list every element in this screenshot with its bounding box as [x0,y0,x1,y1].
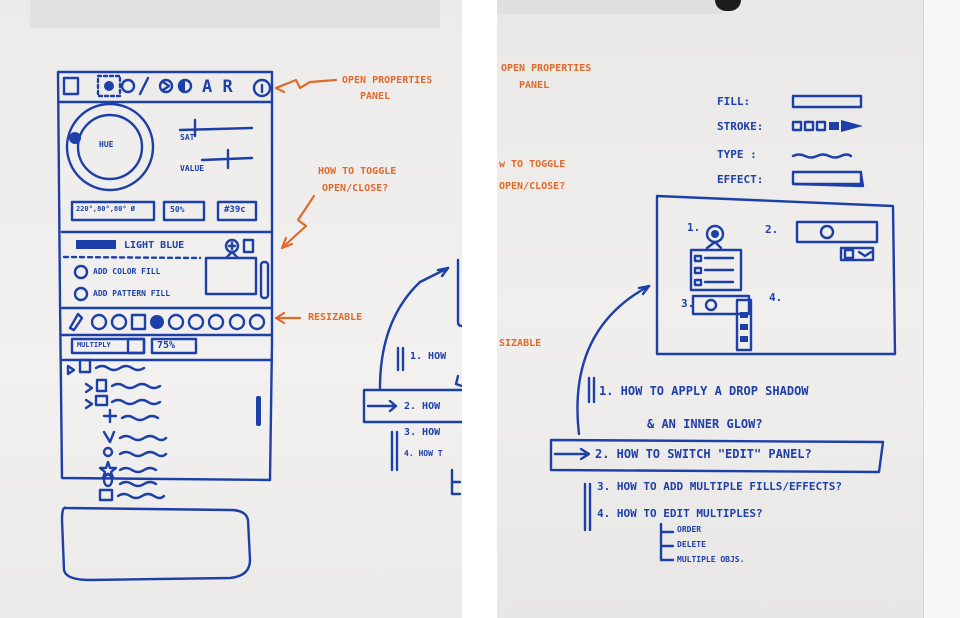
dropdown-menu [689,248,743,292]
cut-open-properties-2: PANEL [519,80,550,91]
board-edge [923,0,960,618]
curved-arrow-right [576,284,651,436]
note-open-properties-2: PANEL [360,91,391,102]
add-color-icon [73,264,89,280]
question-2-box [549,438,885,474]
question-1: 1. HOW TO APPLY A DROP SHADOW [599,384,809,398]
diagram-number-2: 2. [765,223,779,236]
hue-ring-outer [65,102,155,192]
cut-toggle-1: w TO TOGGLE [499,159,566,170]
selection-tool-icon [96,74,122,98]
whiteboard-right: OPEN PROPERTIES PANEL w TO TOGGLE OPEN/C… [497,0,960,618]
cut-question-2: 2. HOW [404,401,441,412]
magnet-icon [715,0,741,11]
question-2: 2. HOW TO SWITCH "EDIT" PANEL? [595,447,812,461]
hue-ring-inner [76,113,144,181]
blend-opacity-box [150,337,198,355]
board-top-edge [497,0,722,14]
diagram-number-4: 4. [769,291,783,304]
board-top-edge [30,0,440,28]
hue-label: HUE [99,140,114,149]
cut-question-1: 1. HOW [410,351,447,362]
effect-icon [158,78,174,94]
arrow-open-properties [274,78,338,90]
color-value-text: 220°,80°,80° Ø [76,205,136,213]
square-tool-icon [62,76,80,96]
add-pattern-fill-label: ADD PATTERN FILL [93,289,171,298]
sub-item-order: ORDER [677,525,702,534]
color-preview-box [204,256,258,296]
diagram-number-3: 3. [681,297,695,310]
scrollbar-thumb-1 [259,260,270,300]
curved-arrow-left [378,266,450,390]
toolbar-glyphs: A R [202,77,233,97]
right-sketch-lines [549,94,897,562]
question-3: 3. HOW TO ADD MULTIPLE FILLS/EFFECTS? [597,480,843,493]
diagram-number-1: 1. [687,221,701,234]
fill-name: LIGHT BLUE [124,240,185,251]
hue-handle [69,132,81,144]
color-value-box [70,200,156,222]
question-4: 4. HOW TO EDIT MULTIPLES? [597,507,763,520]
effect-bar-2 [795,220,879,244]
properties-icon [252,78,272,98]
stroke-sample [841,120,863,132]
cut-question-4: 4. HOW T [404,449,443,458]
note-resizable: RESIZABLE [308,312,363,323]
add-pattern-icon [73,286,89,302]
pen-tool-icon [138,76,150,96]
panel-outline [56,70,274,482]
effect-bar-3 [691,294,751,316]
type-sample [791,153,853,159]
opacity-text: 50% [170,205,185,214]
eyedropper-icon [68,312,84,332]
hex-box [216,200,258,222]
effect-sample [791,170,863,186]
legend-type-label: TYPE : [717,148,757,161]
fill-sample [791,94,863,109]
blend-opacity-text: 75% [157,340,176,351]
arrow-toggle [280,194,316,250]
sub-item-multiple-objs: MULTIPLE OBJS. [677,555,745,564]
whiteboard-left: A R HUE SAT VALUE 220°,80°,80° Ø 50% #39… [0,0,462,618]
legend-stroke-label: STROKE: [717,120,764,133]
note-open-properties-1: OPEN PROPERTIES [342,75,433,86]
sub-item-delete: DELETE [677,540,706,549]
scrollbar-thumb-2 [256,396,261,426]
opacity-box [162,200,206,222]
left-sketch-lines [56,70,462,582]
note-toggle-2: OPEN/CLOSE? [322,183,389,194]
sat-label: SAT [180,133,195,142]
blend-mode-text: MULTIPLY [77,341,111,349]
vertical-menu [735,298,753,352]
add-color-fill-label: ADD COLOR FILL [93,267,161,276]
hex-text: #39c [224,205,246,215]
value-label: VALUE [180,164,205,173]
legend-fill-label: FILL: [717,95,751,108]
diagram-box [655,194,897,356]
cut-question-3: 3. HOW [404,427,441,438]
fill-dot-icon [104,81,114,91]
trash-icon [242,238,255,254]
cut-open-properties-1: OPEN PROPERTIES [501,63,592,74]
cut-toggle-2: OPEN/CLOSE? [499,181,566,192]
layer-tree [66,358,168,502]
question-1-cont: & AN INNER GLOW? [647,417,763,431]
stroke-circle-icon [120,78,136,94]
dropdown-2 [839,246,875,262]
legend-effect-label: EFFECT: [717,173,764,186]
note-toggle-1: HOW TO TOGGLE [318,166,397,177]
cut-resizable: SIZABLE [499,338,542,349]
bottom-box [60,506,252,582]
fill-swatch [76,240,116,249]
